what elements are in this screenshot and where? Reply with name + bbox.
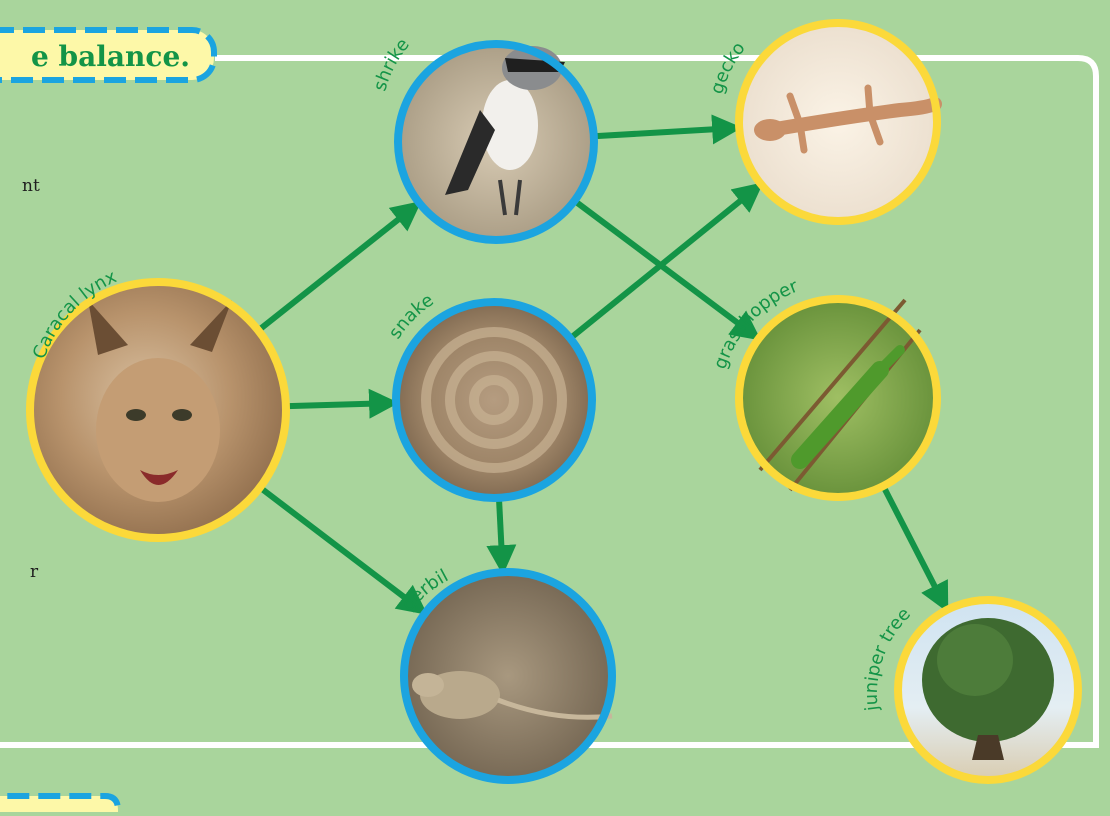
label-shrike: shrike	[370, 34, 414, 93]
arrow-caracal-lynx-to-snake	[288, 403, 384, 406]
node-gecko	[739, 23, 937, 221]
body-text-fragment: r	[30, 562, 38, 582]
arrow-snake-to-gerbil	[499, 500, 502, 560]
heading-text: e balance.	[31, 40, 190, 73]
body-text-fragment: nt	[22, 176, 40, 196]
node-snake	[396, 302, 592, 498]
heading-banner: e balance.	[0, 30, 214, 80]
arrow-grasshopper-to-juniper-tree	[884, 488, 941, 599]
node-juniper-tree	[898, 600, 1078, 780]
arrow-shrike-to-gecko	[596, 128, 727, 136]
node-layer	[30, 23, 1078, 780]
arrow-caracal-lynx-to-shrike	[260, 210, 410, 329]
arrow-caracal-lynx-to-gerbil	[262, 489, 416, 606]
bottom-banner	[0, 796, 118, 812]
node-shrike	[398, 44, 594, 240]
node-grasshopper	[739, 299, 937, 497]
node-gerbil	[404, 572, 612, 780]
